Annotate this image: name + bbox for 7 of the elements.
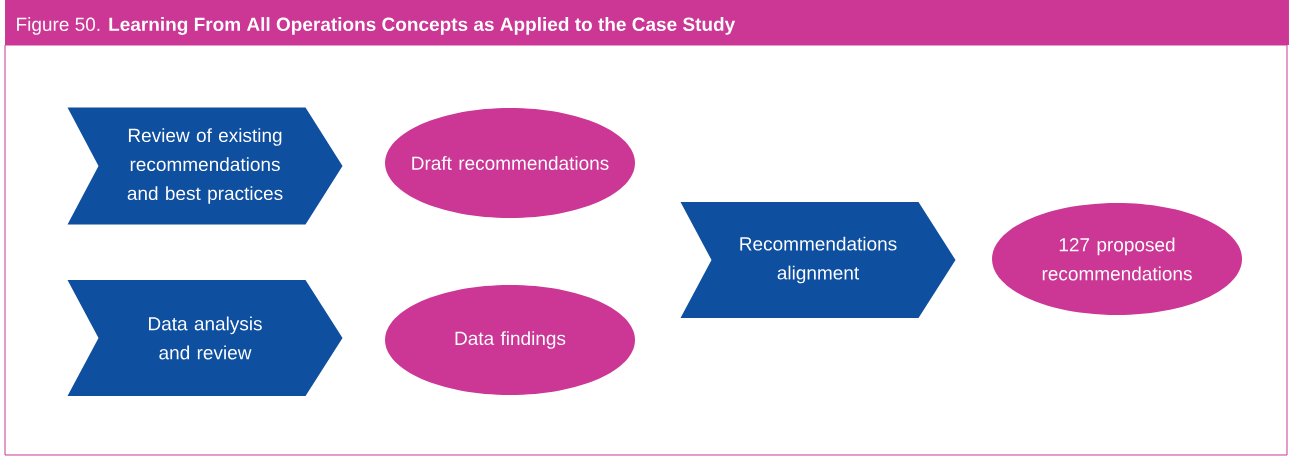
- title-bar: Figure 50. Learning From All Operations Concepts as Applied to the Case Study: [5, 0, 1289, 45]
- chevron-step: Data analysis and review: [67, 280, 343, 396]
- ellipse-node: Draft recommendations: [385, 108, 635, 218]
- chevron-step: Review of existing recommendations and best practices: [67, 107, 343, 225]
- chevron-step: Recommendations alignment: [680, 202, 956, 318]
- ellipse-node: Data findings: [385, 285, 635, 395]
- ellipse-node: 127 proposed recommendations: [992, 203, 1242, 315]
